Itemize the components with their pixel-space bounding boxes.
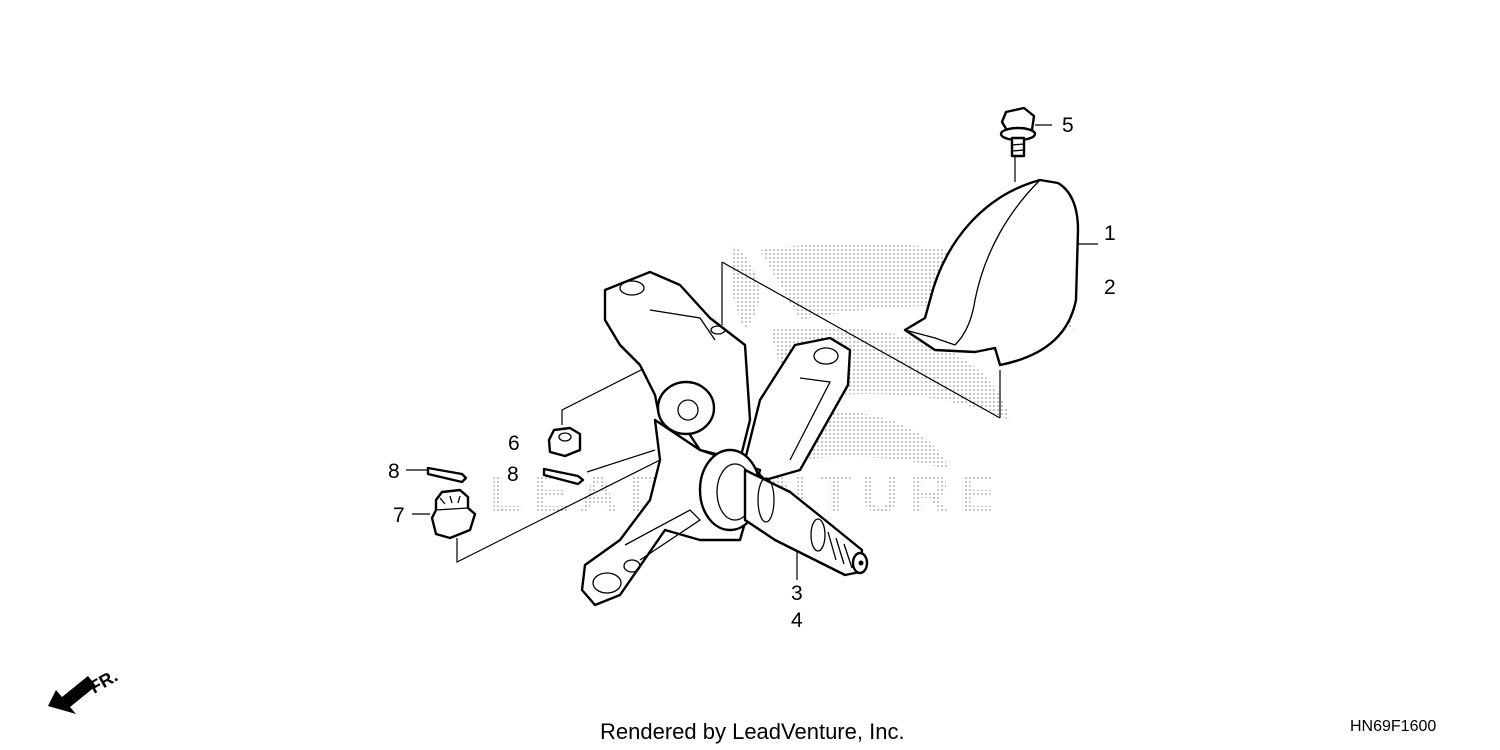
cotter-pin-left	[426, 466, 468, 484]
fender-guard	[903, 178, 1080, 367]
diagram-code: HN69F1600	[1350, 718, 1436, 735]
flange-bolt	[999, 106, 1037, 158]
front-direction-label: FR.	[86, 666, 121, 698]
callouts: 5 1 2 3 4 6 7 8 8	[388, 114, 1116, 632]
callout-4: 4	[791, 609, 803, 632]
front-direction-arrow: FR.	[48, 666, 121, 714]
castle-nut	[547, 426, 582, 458]
footer-credit: Rendered by LeadVenture, Inc.	[600, 719, 905, 744]
callout-8-right: 8	[507, 463, 519, 486]
callout-7: 7	[393, 504, 405, 527]
slotted-castle-nut	[430, 488, 477, 540]
callout-2: 2	[1104, 276, 1116, 299]
steering-knuckle	[580, 270, 869, 607]
callout-8-left: 8	[388, 460, 400, 483]
callout-6: 6	[508, 432, 520, 455]
callout-1: 1	[1104, 222, 1116, 245]
callout-3: 3	[791, 582, 803, 605]
callout-5: 5	[1062, 114, 1074, 137]
cotter-pin-right	[542, 467, 585, 486]
